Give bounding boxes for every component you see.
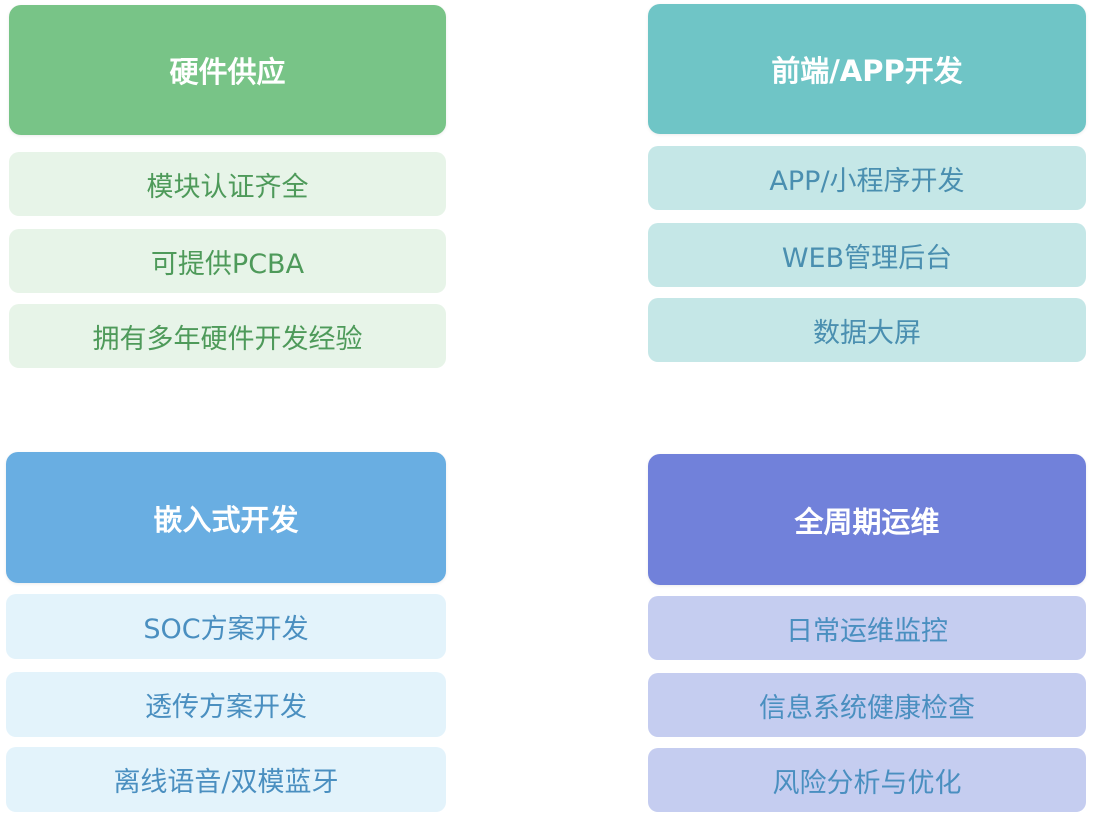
embedded-item-passthrough: 透传方案开发: [6, 672, 446, 737]
ops-item-health-check: 信息系统健康检查: [648, 673, 1086, 737]
embedded-item-soc: SOC方案开发: [6, 594, 446, 659]
full-cycle-ops-header: 全周期运维: [648, 454, 1086, 585]
frontend-item-app-miniprogram: APP/小程序开发: [648, 146, 1086, 210]
embedded-item-voice-bluetooth: 离线语音/双模蓝牙: [6, 747, 446, 812]
embedded-dev-header: 嵌入式开发: [6, 452, 446, 583]
ops-item-risk-analysis: 风险分析与优化: [648, 748, 1086, 812]
hardware-item-pcba: 可提供PCBA: [9, 229, 446, 293]
hardware-item-experience: 拥有多年硬件开发经验: [9, 304, 446, 368]
hardware-item-module-certification: 模块认证齐全: [9, 152, 446, 216]
frontend-app-header: 前端/APP开发: [648, 4, 1086, 134]
ops-item-daily-monitoring: 日常运维监控: [648, 596, 1086, 660]
hardware-supply-header: 硬件供应: [9, 5, 446, 135]
frontend-item-data-dashboard: 数据大屏: [648, 298, 1086, 362]
frontend-item-web-admin: WEB管理后台: [648, 223, 1086, 287]
